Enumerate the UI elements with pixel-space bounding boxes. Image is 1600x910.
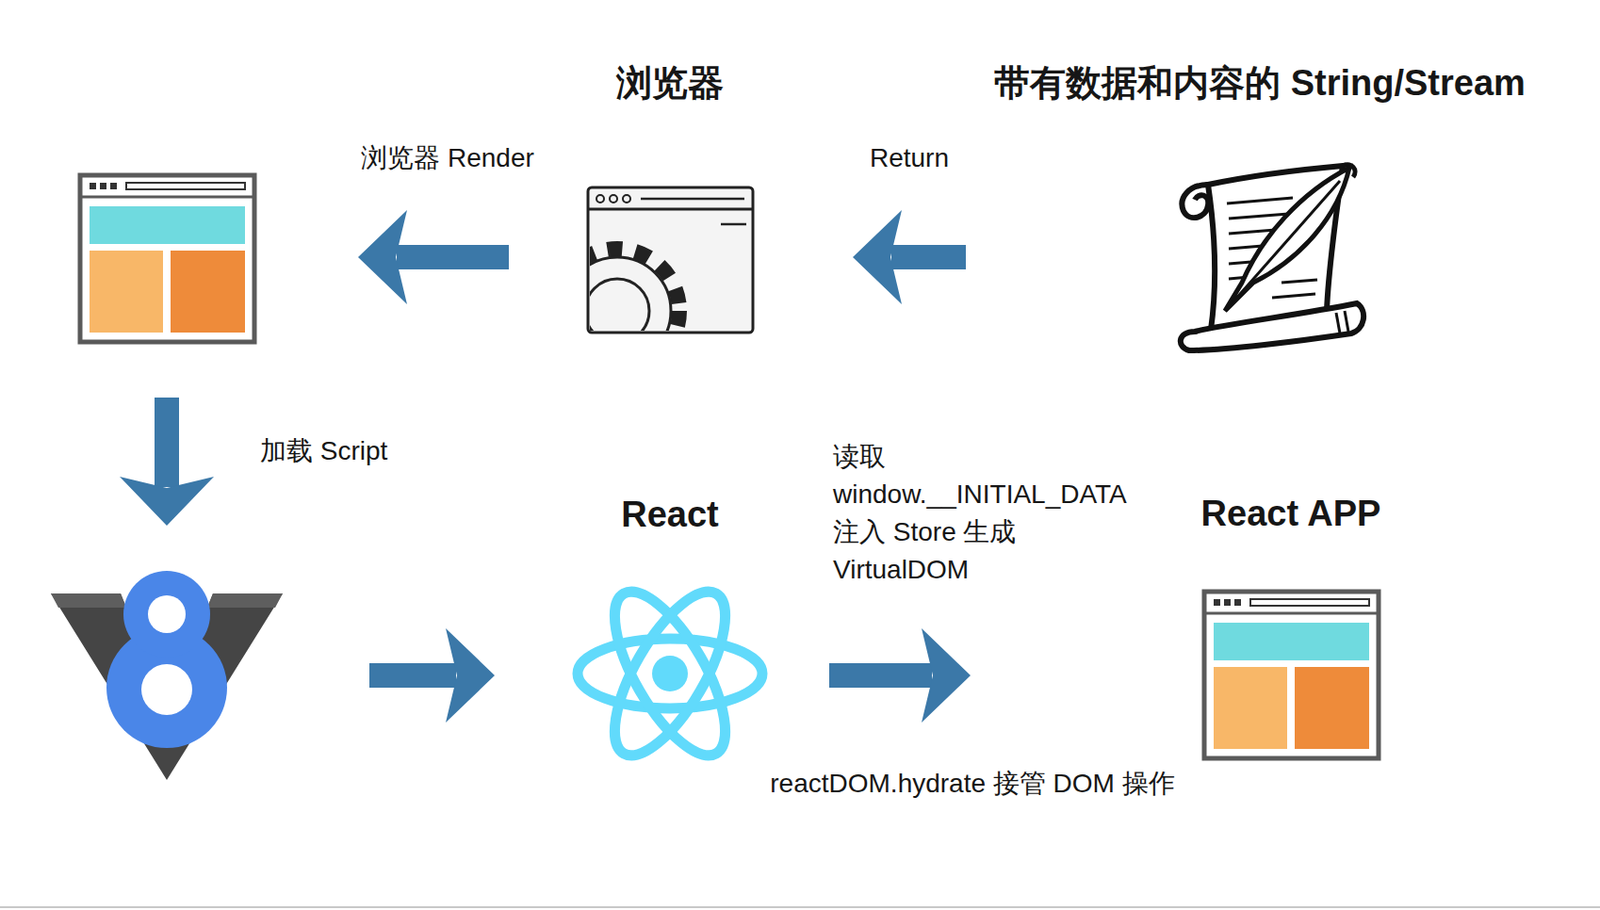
webpage-icon bbox=[80, 175, 255, 343]
webpage-icon bbox=[80, 175, 255, 343]
browser-gear-icon bbox=[640, 197, 745, 201]
node-heading: 带有数据和内容的 String/Stream bbox=[994, 62, 1526, 106]
webpage-icon bbox=[89, 206, 245, 245]
node-heading: 浏览器 bbox=[616, 62, 724, 106]
v8-logo bbox=[123, 571, 211, 658]
heading-holder: React APP bbox=[1201, 492, 1382, 537]
webpage-icon bbox=[89, 250, 164, 333]
react-logo bbox=[652, 655, 688, 692]
node-heading: React bbox=[620, 493, 719, 538]
bottom-rule bbox=[0, 906, 1600, 909]
scroll-icon bbox=[1226, 180, 1340, 310]
browser-gear-icon bbox=[589, 257, 671, 331]
react-logo bbox=[577, 638, 763, 709]
icon-node: 浏览器 bbox=[508, 183, 853, 343]
webpage-icon bbox=[80, 195, 255, 199]
icon-node: React APP bbox=[970, 593, 1381, 764]
icon-node: React bbox=[494, 593, 830, 764]
scroll-icon bbox=[1272, 293, 1316, 298]
browser-gear-icon bbox=[589, 248, 680, 331]
edge-label-holder: Return bbox=[869, 142, 949, 175]
scroll-icon bbox=[1180, 164, 1364, 351]
browser-gear-icon bbox=[555, 187, 753, 374]
browser-gear-icon bbox=[589, 278, 650, 331]
v8-logo bbox=[50, 571, 283, 781]
heading-holder: React bbox=[620, 493, 719, 538]
browser-gear-icon bbox=[587, 208, 753, 212]
browser-gear-icon bbox=[589, 248, 680, 331]
scroll-icon bbox=[1180, 303, 1364, 351]
flow-arrow bbox=[369, 663, 495, 688]
note-label: reactDOM.hydrate 接管 DOM 操作 bbox=[769, 767, 1175, 800]
webpage-icon bbox=[126, 182, 245, 190]
node-heading: React APP bbox=[1201, 492, 1382, 537]
scroll-icon bbox=[1336, 312, 1340, 334]
edge-label: Return bbox=[869, 142, 949, 175]
webpage-icon bbox=[89, 182, 97, 190]
icon-node: 带有数据和内容的 String/Stream bbox=[965, 183, 1363, 344]
v8-logo bbox=[141, 664, 193, 716]
edge-label-holder: 加载 Script bbox=[260, 435, 388, 468]
react-logo bbox=[593, 576, 747, 772]
icon-node bbox=[50, 525, 370, 781]
edge-label: 浏览器 Render bbox=[360, 142, 535, 175]
v8-logo bbox=[50, 593, 283, 781]
heading-holder: 带有数据和内容的 String/Stream bbox=[994, 62, 1526, 106]
heading-holder: 浏览器 bbox=[616, 62, 724, 106]
webpage-icon bbox=[99, 182, 107, 190]
browser-gear-icon bbox=[622, 195, 631, 203]
flow-arrow bbox=[154, 397, 180, 526]
edge-label: 读取 window.__INITIAL_DATA 注入 Store 生成 Vir… bbox=[832, 438, 1144, 589]
flow-arrow bbox=[358, 244, 509, 270]
webpage-icon bbox=[110, 182, 117, 190]
flow-arrow bbox=[829, 663, 971, 688]
browser-gear-icon bbox=[720, 223, 747, 227]
scroll-icon bbox=[1181, 184, 1209, 218]
react-logo bbox=[577, 576, 763, 772]
browser-gear-icon bbox=[596, 195, 605, 203]
edge-label: 加载 Script bbox=[260, 435, 388, 468]
browser-gear-icon bbox=[609, 195, 618, 203]
flow-arrow bbox=[852, 244, 966, 270]
note-holder: reactDOM.hydrate 接管 DOM 操作 bbox=[769, 767, 1175, 800]
edge-label-holder: 浏览器 Render bbox=[360, 142, 535, 175]
webpage-icon bbox=[1204, 591, 1379, 759]
icon-node bbox=[78, 183, 359, 398]
v8-logo bbox=[207, 593, 283, 608]
scroll-icon bbox=[1226, 197, 1293, 204]
v8-logo bbox=[147, 595, 186, 634]
edge-label-holder: 读取 window.__INITIAL_DATA 注入 Store 生成 Vir… bbox=[832, 438, 1144, 589]
webpage-icon bbox=[170, 250, 245, 333]
scroll-icon bbox=[1344, 310, 1349, 332]
scroll-icon bbox=[1281, 279, 1318, 283]
react-logo bbox=[593, 576, 747, 772]
v8-logo bbox=[50, 593, 127, 608]
scroll-icon bbox=[1224, 167, 1350, 311]
